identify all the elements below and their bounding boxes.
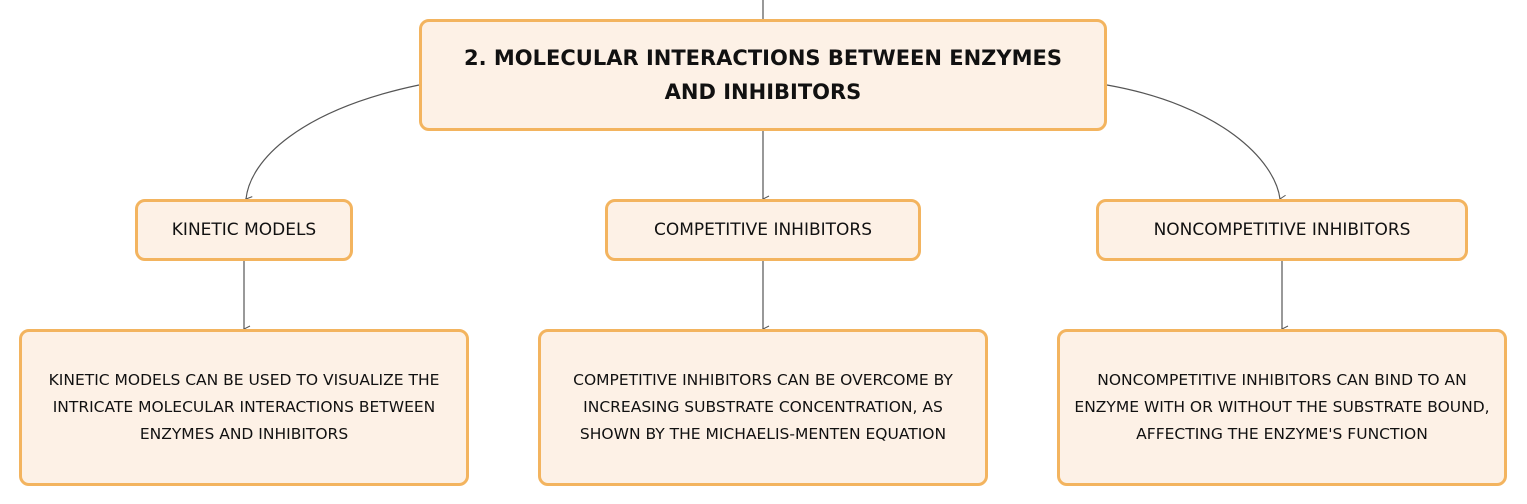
detail-text: NONCOMPETITIVE INHIBITORS CAN BIND TO AN… [1074, 371, 1490, 443]
branch-node-kinetic-models[interactable]: KINETIC MODELS [135, 199, 353, 261]
connector-root-to-kinetic-models [246, 84, 420, 199]
detail-node-competitive-inhibitors[interactable]: COMPETITIVE INHIBITORS CAN BE OVERCOME B… [538, 329, 988, 486]
detail-node-kinetic-models[interactable]: KINETIC MODELS CAN BE USED TO VISUALIZE … [19, 329, 469, 486]
branch-label: KINETIC MODELS [171, 220, 317, 240]
root-topic-node[interactable]: 2. MOLECULAR INTERACTIONS BETWEEN ENZYME… [419, 19, 1107, 131]
detail-text: COMPETITIVE INHIBITORS CAN BE OVERCOME B… [573, 371, 953, 443]
branch-label: COMPETITIVE INHIBITORS [653, 220, 873, 240]
connector-root-to-noncompetitive-inhibitors [1106, 84, 1280, 199]
branch-label: NONCOMPETITIVE INHIBITORS [1153, 220, 1411, 240]
branch-node-competitive-inhibitors[interactable]: COMPETITIVE INHIBITORS [605, 199, 921, 261]
detail-text: KINETIC MODELS CAN BE USED TO VISUALIZE … [48, 371, 440, 443]
detail-node-noncompetitive-inhibitors[interactable]: NONCOMPETITIVE INHIBITORS CAN BIND TO AN… [1057, 329, 1507, 486]
branch-node-noncompetitive-inhibitors[interactable]: NONCOMPETITIVE INHIBITORS [1096, 199, 1468, 261]
root-topic-label: 2. MOLECULAR INTERACTIONS BETWEEN ENZYME… [464, 46, 1062, 104]
